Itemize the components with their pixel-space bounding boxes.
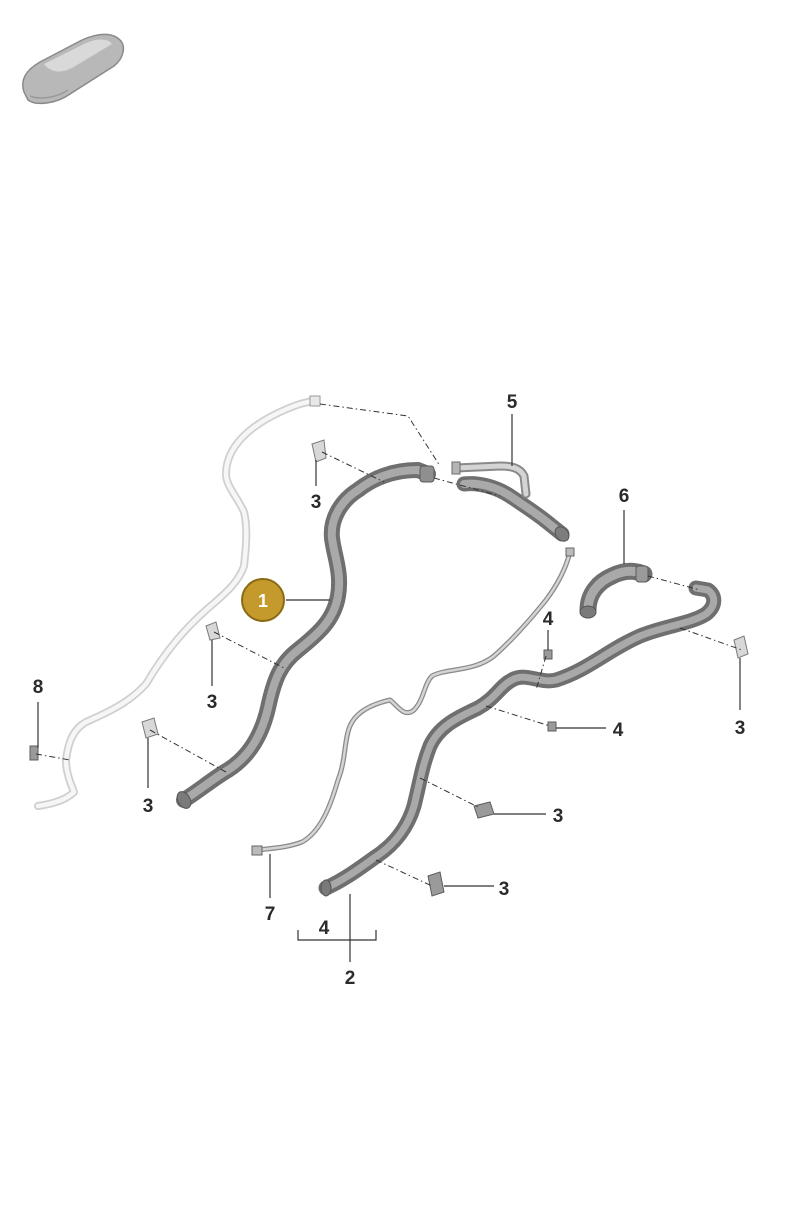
hose-clips [141,439,749,897]
callout-7-label[interactable]: 7 [265,904,276,925]
callout-4-label-a[interactable]: 4 [543,609,554,630]
coolant-hose-lower [318,580,722,897]
callout-3-label-f[interactable]: 3 [499,879,510,900]
callout-3-label-a[interactable]: 3 [311,492,322,513]
callout-4-label-c[interactable]: 4 [319,918,330,939]
coolant-hose-elbow [579,562,653,619]
callout-1-badge[interactable]: 1 [241,578,285,622]
coolant-hose-branch [451,461,570,542]
callout-3-label-d[interactable]: 3 [735,718,746,739]
callout-8-label[interactable]: 8 [33,677,44,698]
thin-coolant-pipe [251,547,575,856]
leader-lines [37,414,741,962]
alignment-lines [35,403,743,887]
callout-3-label-e[interactable]: 3 [553,806,564,827]
white-bleed-pipe [29,395,321,810]
coolant-hose-main [176,462,436,809]
callout-6-label[interactable]: 6 [619,486,630,507]
callout-5-label[interactable]: 5 [507,392,518,413]
callout-1-label: 1 [258,591,268,611]
callout-3-label-c[interactable]: 3 [143,796,154,817]
callout-2-label[interactable]: 2 [345,968,356,989]
car-silhouette-icon [22,33,125,105]
callout-4-label-b[interactable]: 4 [613,720,624,741]
callout-3-label-b[interactable]: 3 [207,692,218,713]
